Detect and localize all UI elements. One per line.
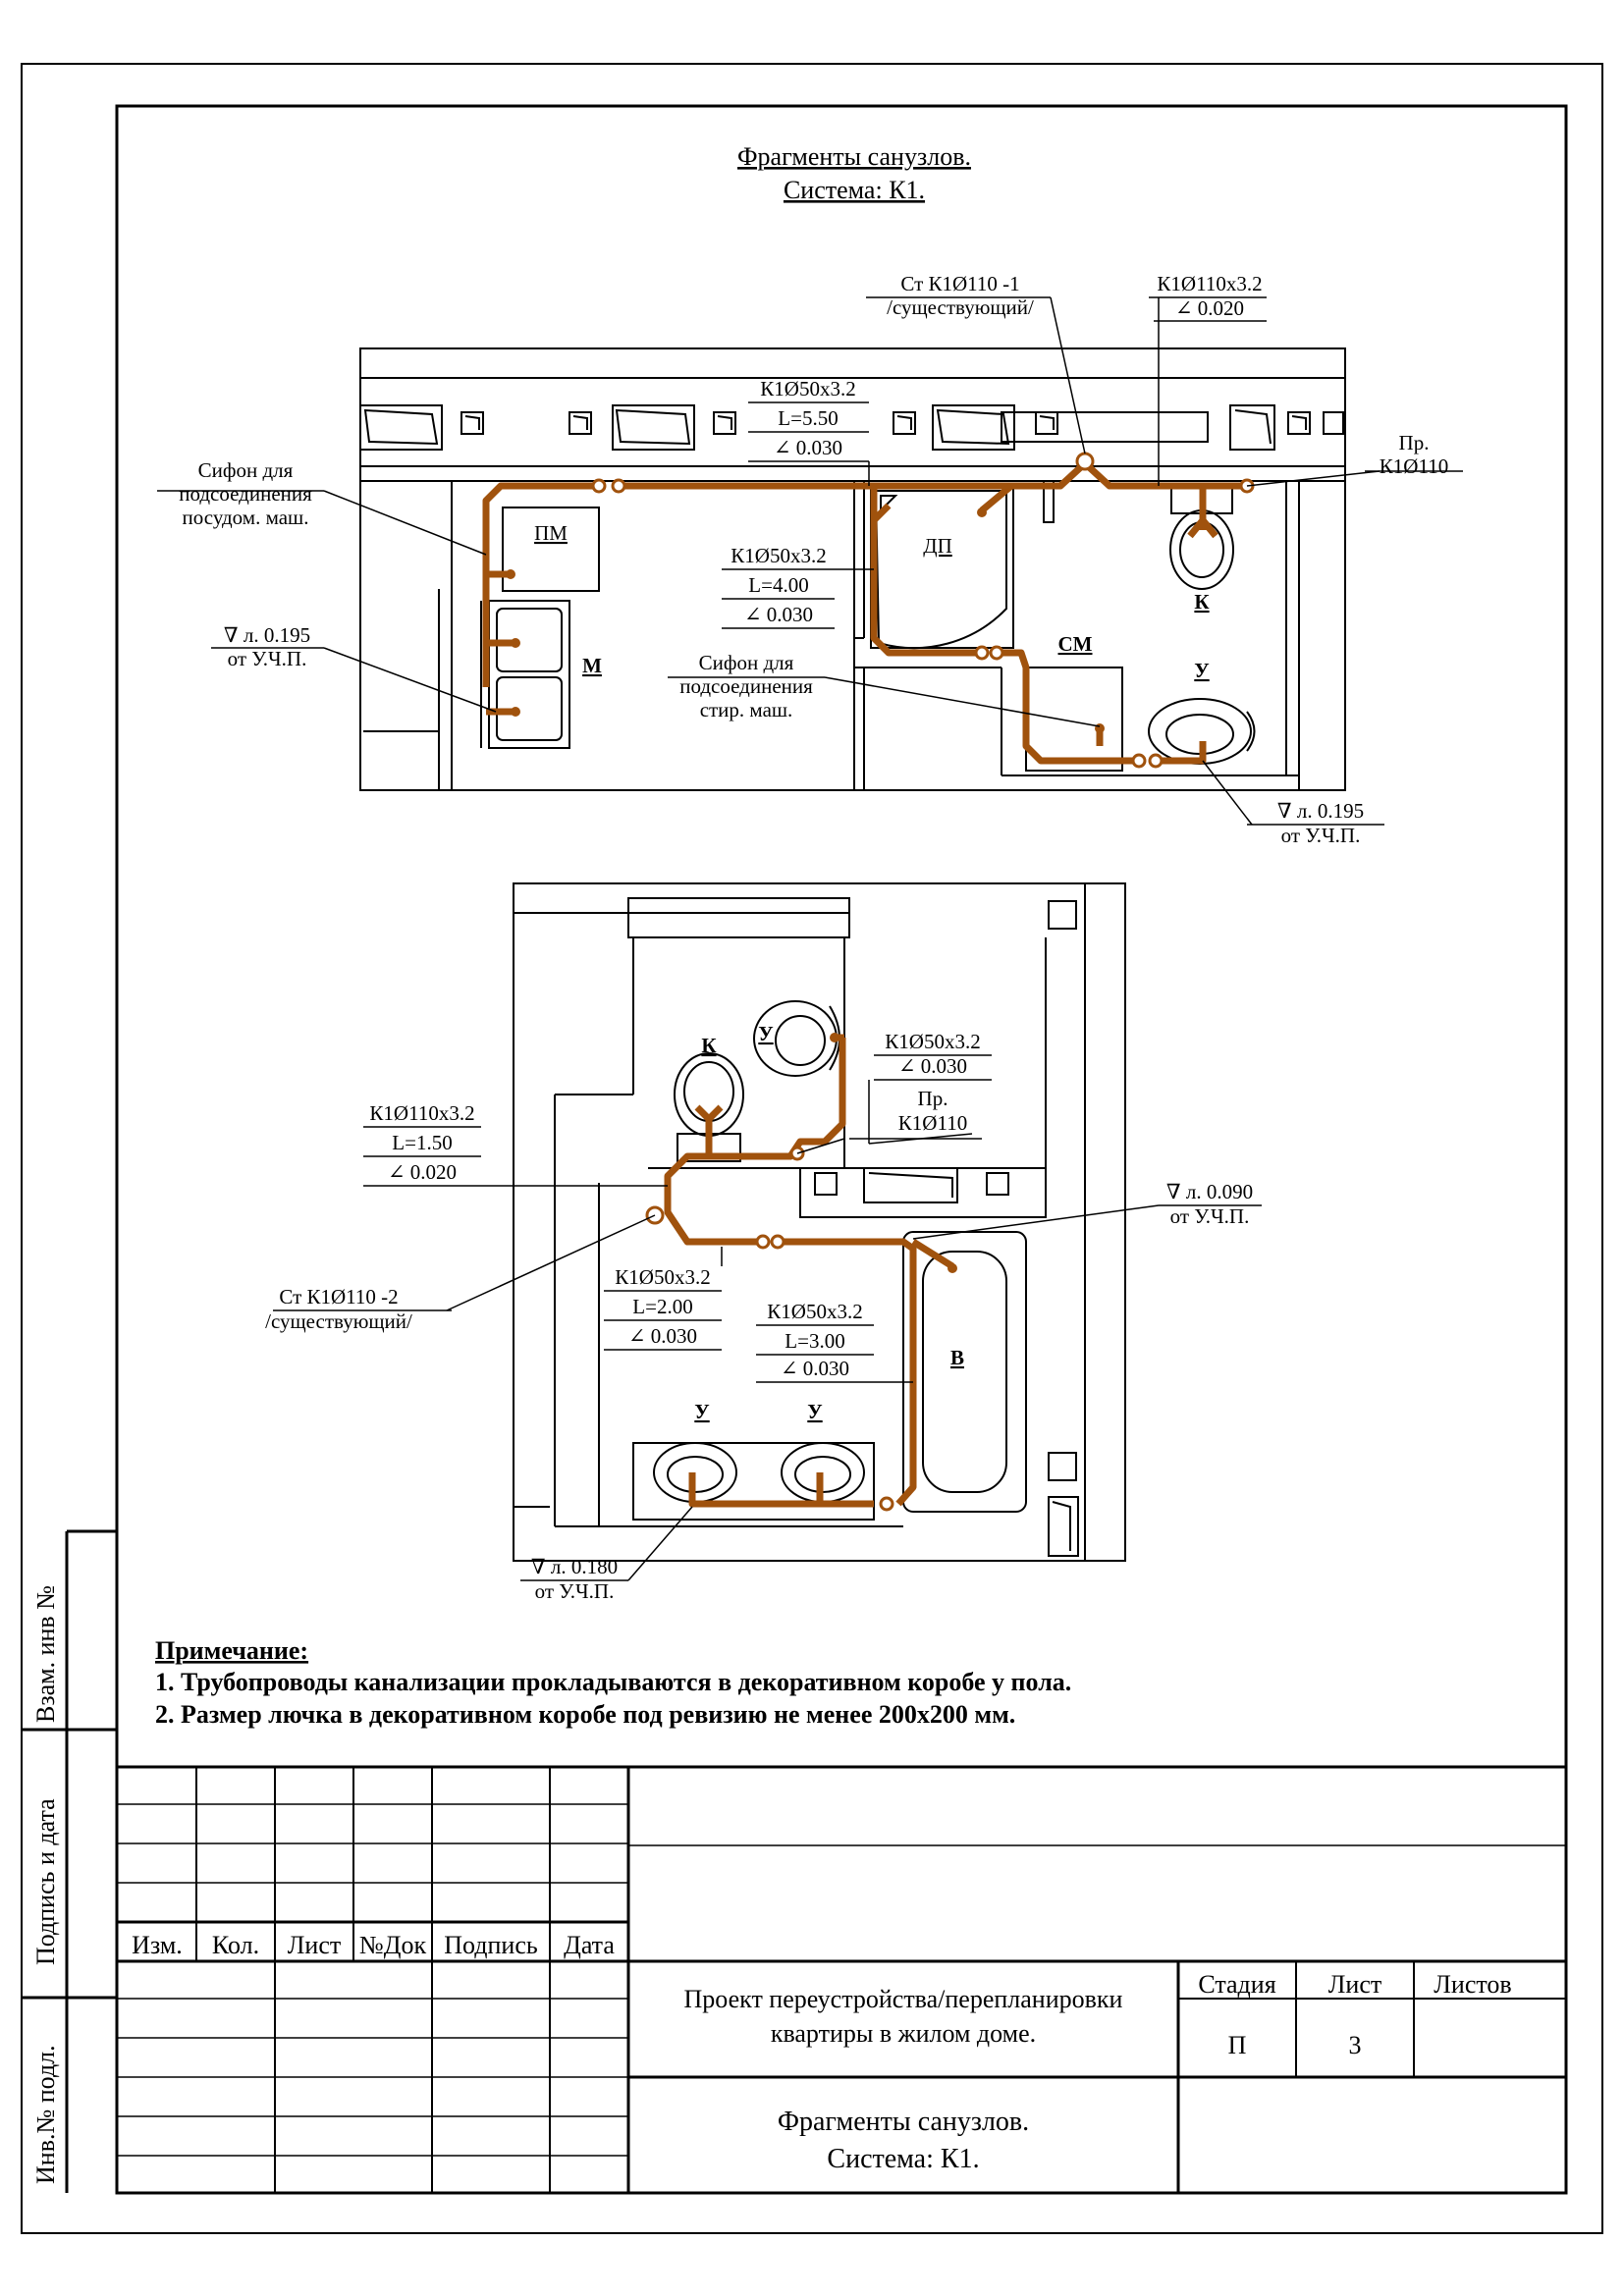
p2-k110-a: К1Ø110х3.2 — [369, 1101, 474, 1125]
k50-b2: L=4.00 — [748, 573, 808, 597]
drawing-line1: Фрагменты санузлов. — [778, 2107, 1029, 2137]
k50-b1: К1Ø50х3.2 — [731, 544, 826, 567]
p2-k50-c1: К1Ø50х3.2 — [767, 1300, 862, 1323]
room-pm: ПМ — [534, 521, 568, 545]
k50-b3: ∠ 0.030 — [744, 603, 813, 626]
stamp-podpis: Подпись и дата — [31, 1798, 60, 1965]
project-line2: квартиры в жилом доме. — [771, 2019, 1036, 2048]
plan-1-labels: Ст К1Ø110 -1 /существующий/ К1Ø110х3.2 ∠… — [179, 272, 1448, 847]
room-m: М — [582, 654, 602, 677]
st1-label-b: /существующий/ — [887, 295, 1034, 319]
plan-2-pipes — [664, 1034, 954, 1508]
col-kol: Кол. — [212, 1931, 259, 1959]
p2-st2-a: Ст К1Ø110 -2 — [279, 1285, 398, 1308]
p2-k110-b: L=1.50 — [392, 1131, 452, 1154]
plan-2-fittings — [645, 1146, 894, 1512]
sif2-b: подсоединения — [679, 674, 813, 698]
p2-fixture-v: В — [950, 1346, 964, 1369]
sheets-header: Листов — [1434, 1970, 1511, 1999]
sheet-header: Лист — [1328, 1970, 1381, 1999]
title-line2: Система: К1. — [784, 176, 925, 204]
col-list: Лист — [288, 1931, 341, 1959]
sif1-c: посудом. маш. — [183, 506, 309, 529]
p2-lv-a: ∇ л. 0.090 — [1166, 1180, 1253, 1203]
notes-heading: Примечание: — [155, 1636, 308, 1665]
title-block-text: Изм. Кол. Лист №Док Подпись Дата Стадия … — [132, 1931, 1512, 2174]
title-block-grid — [117, 1765, 1566, 2193]
lv2-b: от У.Ч.П. — [1281, 824, 1361, 847]
p2-k50-b2: L=2.00 — [632, 1295, 692, 1318]
side-stamp — [22, 1529, 117, 2193]
stamp-vzam: Взам. инв № — [31, 1585, 60, 1723]
sif2-c: стир. маш. — [700, 698, 793, 721]
p2-k50-b3: ∠ 0.030 — [628, 1324, 697, 1348]
sif2-a: Сифон для — [699, 651, 794, 674]
fixture-k: К — [1194, 590, 1210, 614]
p2-fixture-u1: У — [694, 1400, 709, 1423]
k110-top-a: К1Ø110х3.2 — [1157, 272, 1262, 295]
notes-item-1: 1. Трубопроводы канализации прокладывают… — [155, 1668, 1071, 1696]
stamp-inv: Инв.№ подл. — [31, 2045, 60, 2184]
p2-k50-a1: К1Ø50х3.2 — [885, 1030, 980, 1053]
stage-header: Стадия — [1198, 1970, 1275, 1999]
plan-1-pipes — [482, 459, 1247, 765]
k50-a2: L=5.50 — [778, 406, 838, 430]
plan-1-fittings — [591, 452, 1255, 769]
project-line1: Проект переустройства/перепланировки — [684, 1985, 1123, 2013]
col-podpis: Подпись — [444, 1931, 538, 1959]
stage-value: П — [1228, 2031, 1247, 2059]
outer-frame — [21, 63, 1603, 2234]
plan-2-leaders — [273, 1054, 1262, 1581]
k110-top-b: ∠ 0.020 — [1175, 296, 1244, 320]
notes-item-2: 2. Размер лючка в декоративном коробе по… — [155, 1700, 1015, 1729]
plan-2-walls — [513, 882, 1126, 1562]
title-line1: Фрагменты санузлов. — [737, 142, 971, 171]
sheet-value: 3 — [1349, 2031, 1362, 2059]
p2-pr-b: К1Ø110 — [898, 1111, 967, 1135]
st1-label-a: Ст К1Ø110 -1 — [900, 272, 1019, 295]
p2-lv2-a: ∇ л. 0.180 — [531, 1555, 618, 1578]
col-data: Дата — [564, 1931, 615, 1959]
lv2-a: ∇ л. 0.195 — [1277, 799, 1364, 823]
k50-a3: ∠ 0.030 — [774, 436, 842, 459]
sif1-b: подсоединения — [179, 482, 312, 506]
p2-fixture-u2: У — [807, 1400, 822, 1423]
p2-fixture-k: К — [701, 1034, 717, 1057]
p2-st2-b: /существующий/ — [265, 1309, 412, 1333]
p2-k50-a3: ∠ 0.030 — [898, 1054, 967, 1078]
sif1-a: Сифон для — [198, 458, 294, 482]
room-dp: ДП — [923, 534, 952, 558]
p2-k50-c3: ∠ 0.030 — [781, 1357, 849, 1380]
col-ndok: №Док — [359, 1931, 427, 1959]
lv1-a: ∇ л. 0.195 — [224, 623, 310, 647]
drawing-line2: Система: К1. — [827, 2144, 979, 2174]
plan-2-fixture-dots — [830, 1033, 957, 1273]
p2-lv-b: от У.Ч.П. — [1170, 1204, 1250, 1228]
plan-1-walls — [359, 347, 1346, 791]
plan-2-labels: К У К1Ø50х3.2 ∠ 0.030 Пр. К1Ø110 К1Ø110х… — [265, 1022, 1253, 1603]
p2-k50-c2: L=3.00 — [785, 1329, 844, 1353]
pr-b: К1Ø110 — [1380, 454, 1448, 478]
p2-pr-a: Пр. — [918, 1087, 948, 1110]
fixture-u: У — [1194, 659, 1209, 682]
p2-fixture-u-top: У — [758, 1022, 773, 1045]
pr-a: Пр. — [1399, 431, 1430, 454]
k50-a1: К1Ø50х3.2 — [760, 377, 855, 400]
col-izm: Изм. — [132, 1931, 183, 1959]
room-sm: СМ — [1058, 632, 1093, 656]
inner-frame — [115, 104, 1568, 2195]
plan-1-leaders — [157, 296, 1463, 826]
p2-lv2-b: от У.Ч.П. — [535, 1579, 615, 1603]
p2-k50-b1: К1Ø50х3.2 — [615, 1265, 710, 1289]
p2-k110-c: ∠ 0.020 — [388, 1160, 457, 1184]
lv1-b: от У.Ч.П. — [228, 647, 307, 670]
